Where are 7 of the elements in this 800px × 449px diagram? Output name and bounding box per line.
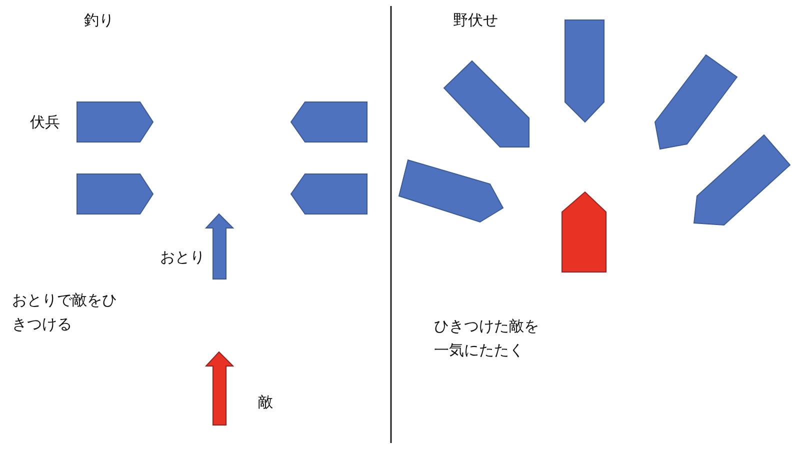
panel-heading: 野伏せ <box>453 10 498 31</box>
panel-heading: 釣り <box>84 10 114 31</box>
unit-label: おとり <box>160 247 205 268</box>
unit-label: 伏兵 <box>30 112 60 133</box>
note-text: おとりで敵をひきつける <box>12 290 118 335</box>
note-text: ひきつけた敵を一気にたたく <box>434 316 540 361</box>
unit-label: 敵 <box>258 392 273 413</box>
